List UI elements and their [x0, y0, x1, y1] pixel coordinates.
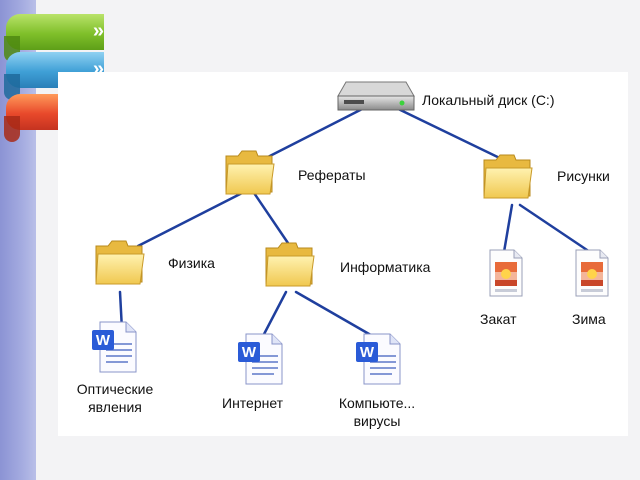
decorative-ribbon-green: » [4, 14, 104, 62]
file-label-line: явления [88, 399, 142, 415]
tree-diagram-panel [58, 72, 628, 436]
folder-label-informatika: Информатика [340, 259, 431, 275]
image-file-icon[interactable] [489, 249, 523, 297]
word-document-icon[interactable] [355, 333, 401, 385]
folder-icon[interactable] [225, 150, 275, 195]
hard-drive-icon[interactable] [337, 81, 415, 111]
decorative-ribbon-red [4, 94, 66, 142]
edge-risunki-zakat [502, 203, 514, 254]
edge-informatika-internet [260, 290, 288, 340]
file-label-kompyuter: Компьюте... вирусы [322, 395, 432, 429]
file-label-line: вирусы [353, 413, 401, 429]
file-label-line: Компьюте... [338, 395, 416, 411]
file-label-opticheskie: Оптические явления [62, 381, 168, 415]
folder-icon[interactable] [95, 240, 145, 285]
word-document-icon[interactable] [91, 321, 137, 373]
folder-label-risunki: Рисунки [557, 168, 610, 184]
edge-root-risunki [386, 102, 512, 165]
edge-risunki-zima [518, 203, 592, 254]
file-label-internet: Интернет [222, 395, 284, 411]
edge-referaty-informatika [250, 188, 292, 248]
edge-referaty-fizika [136, 188, 250, 248]
image-file-icon[interactable] [575, 249, 609, 297]
folder-icon[interactable] [483, 154, 533, 199]
file-label-zakat: Закат [480, 311, 517, 327]
edge-informatika-kompyuter [294, 290, 378, 340]
edge-root-referaty [260, 102, 374, 162]
word-document-icon[interactable] [237, 333, 283, 385]
root-drive-label: Локальный диск (С:) [422, 92, 555, 108]
folder-icon[interactable] [265, 242, 315, 287]
tree-edges [118, 102, 592, 340]
folder-label-referaty: Рефераты [298, 167, 366, 183]
file-label-line: Оптические [76, 381, 154, 397]
file-label-zima: Зима [572, 311, 606, 327]
folder-label-fizika: Физика [168, 255, 215, 271]
